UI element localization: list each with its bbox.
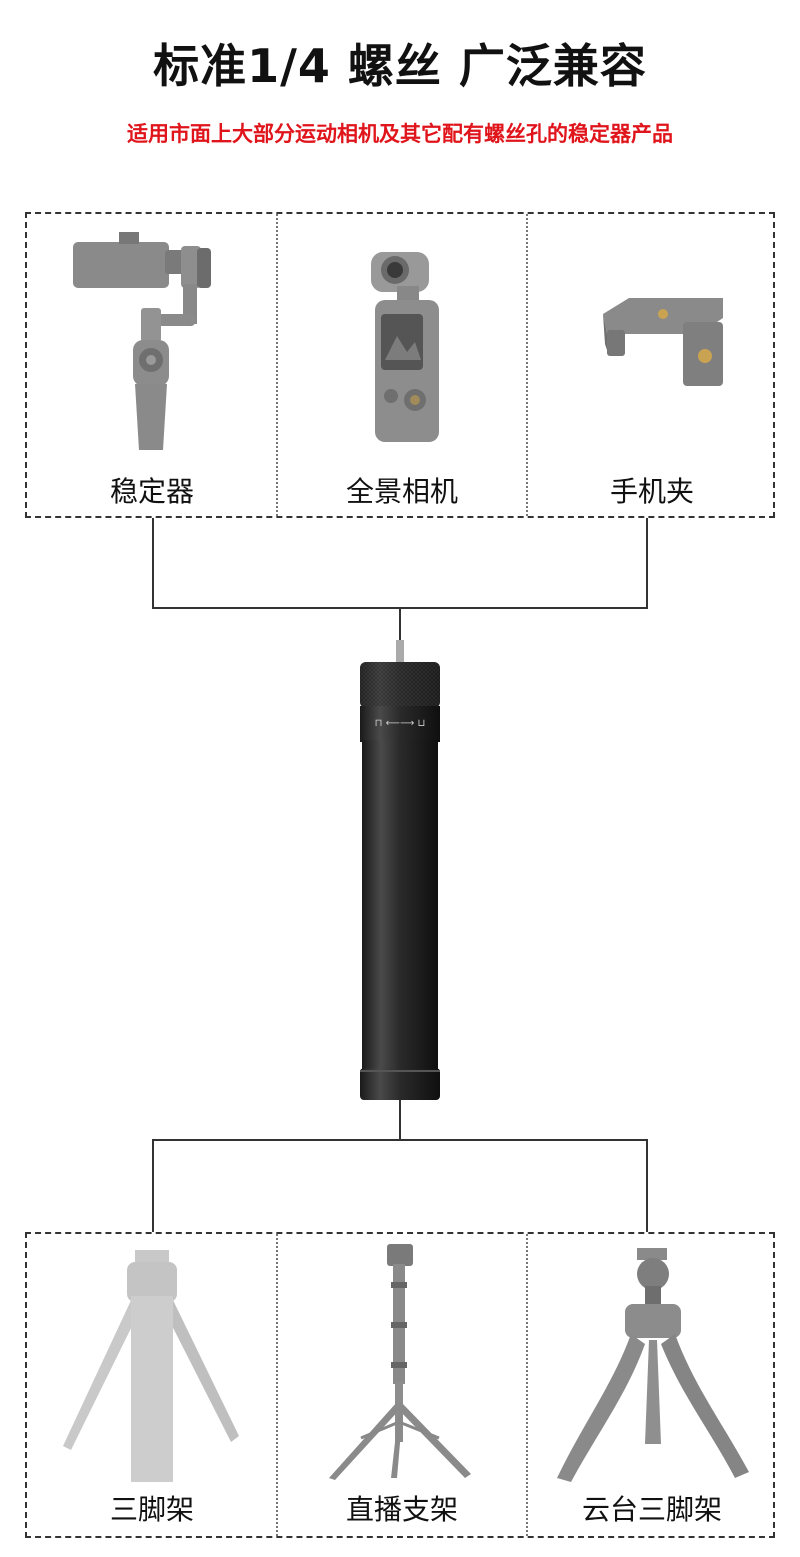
item-label: 直播支架 — [345, 1493, 458, 1526]
bottom-compatibility-panel: 三脚架 直播支架 云台三脚架 — [25, 1232, 775, 1538]
item-label: 云台三脚架 — [581, 1493, 722, 1526]
page-title: 标准1/4 螺丝 广泛兼容 — [153, 39, 647, 93]
top-compatibility-panel: 稳定器 全景相机 手机夹 — [25, 212, 775, 518]
connector-line — [152, 1139, 648, 1141]
panel-divider — [276, 1234, 278, 1536]
connector-line — [399, 1100, 401, 1140]
page-subtitle: 适用市面上大部分运动相机及其它配有螺丝孔的稳定器产品 — [127, 122, 673, 146]
item-ballhead-tripod: 云台三脚架 — [527, 1234, 777, 1536]
connector-line — [152, 518, 154, 609]
panel-divider — [526, 1234, 528, 1536]
item-label: 稳定器 — [109, 475, 194, 508]
connector-line — [646, 518, 648, 609]
item-stabilizer: 稳定器 — [27, 214, 277, 516]
connector-line — [399, 607, 401, 645]
item-label: 三脚架 — [109, 1493, 194, 1526]
connector-line — [646, 1139, 648, 1232]
item-label: 全景相机 — [345, 475, 458, 508]
panel-divider — [276, 214, 278, 516]
item-phone-clip: 手机夹 — [527, 214, 777, 516]
item-live-stand: 直播支架 — [277, 1234, 527, 1536]
phone-clip-icon — [603, 298, 723, 386]
item-label: 手机夹 — [609, 475, 694, 508]
connector-line — [152, 1139, 154, 1232]
panel-divider — [526, 214, 528, 516]
mini-tripod-icon — [63, 1250, 239, 1482]
item-tripod: 三脚架 — [27, 1234, 277, 1536]
extension-rod-handle-icon: ⊓ ⟵⟶ ⊔ — [360, 640, 440, 1100]
item-panorama-camera: 全景相机 — [277, 214, 527, 516]
svg-text:⊓ ⟵⟶ ⊔: ⊓ ⟵⟶ ⊔ — [375, 718, 426, 729]
pocket-camera-icon — [371, 252, 439, 442]
ballhead-tripod-icon — [557, 1248, 749, 1482]
light-stand-icon — [329, 1244, 471, 1480]
gimbal-stabilizer-icon — [73, 232, 211, 450]
